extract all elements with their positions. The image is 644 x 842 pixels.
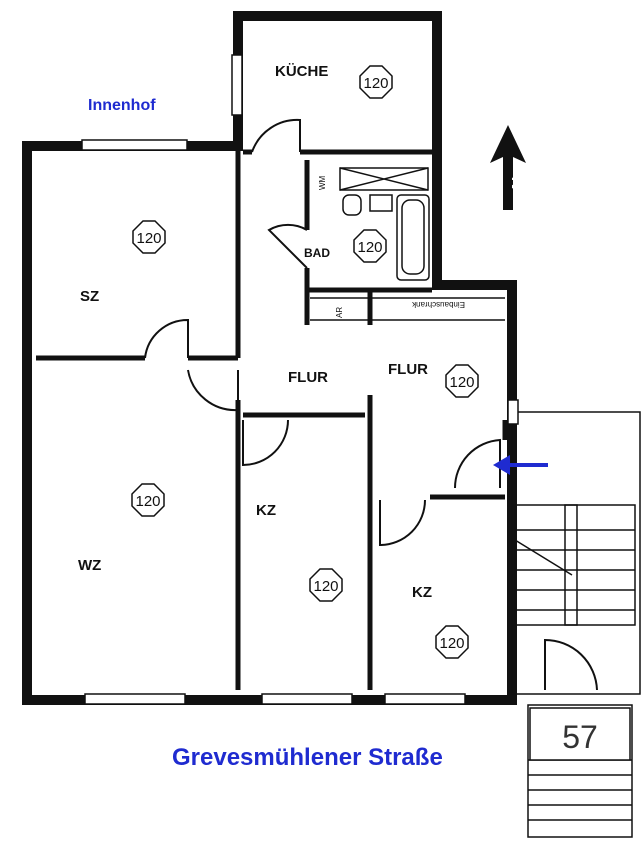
svg-text:120: 120 xyxy=(136,230,161,247)
entrance-arrow-icon xyxy=(493,455,548,475)
svg-text:120: 120 xyxy=(439,635,464,652)
height-marker-kitchen: 120 xyxy=(359,65,393,99)
interior-walls xyxy=(36,149,508,690)
room-label-bathroom: BAD xyxy=(304,246,330,260)
room-label-child-left: KZ xyxy=(256,502,276,519)
room-label-kitchen: KÜCHE xyxy=(275,63,328,80)
north-label: N xyxy=(508,177,528,190)
room-label-storage: AR xyxy=(335,307,344,318)
house-number-sign: 57 xyxy=(529,707,631,761)
svg-text:120: 120 xyxy=(449,374,474,391)
height-marker-bath: 120 xyxy=(353,229,387,263)
room-label-hall-right: FLUR xyxy=(388,361,428,378)
height-marker-bedroom: 120 xyxy=(132,220,166,254)
courtyard-label: Innenhof xyxy=(88,97,156,114)
room-label-living: WZ xyxy=(78,557,101,574)
svg-text:120: 120 xyxy=(313,578,338,595)
height-marker-living: 120 xyxy=(131,483,165,517)
height-marker-child-left: 120 xyxy=(309,568,343,602)
room-label-bedroom: SZ xyxy=(80,288,99,305)
height-marker-hall: 120 xyxy=(445,364,479,398)
street-label: Grevesmühlener Straße xyxy=(172,744,443,771)
room-label-hall-left: FLUR xyxy=(288,369,328,386)
room-label-wardrobe: Einbauschrank xyxy=(411,300,465,309)
svg-text:120: 120 xyxy=(363,75,388,92)
svg-text:120: 120 xyxy=(357,239,382,256)
room-label-washing-machine: WM xyxy=(318,175,327,190)
door-swings xyxy=(144,118,598,691)
height-marker-child-right: 120 xyxy=(435,625,469,659)
house-number: 57 xyxy=(562,719,598,755)
height-markers: 120 120 120 120 120 120 120 xyxy=(131,65,479,659)
north-arrow-icon: N xyxy=(490,125,528,210)
room-label-child-right: KZ xyxy=(412,584,432,601)
svg-text:120: 120 xyxy=(135,493,160,510)
